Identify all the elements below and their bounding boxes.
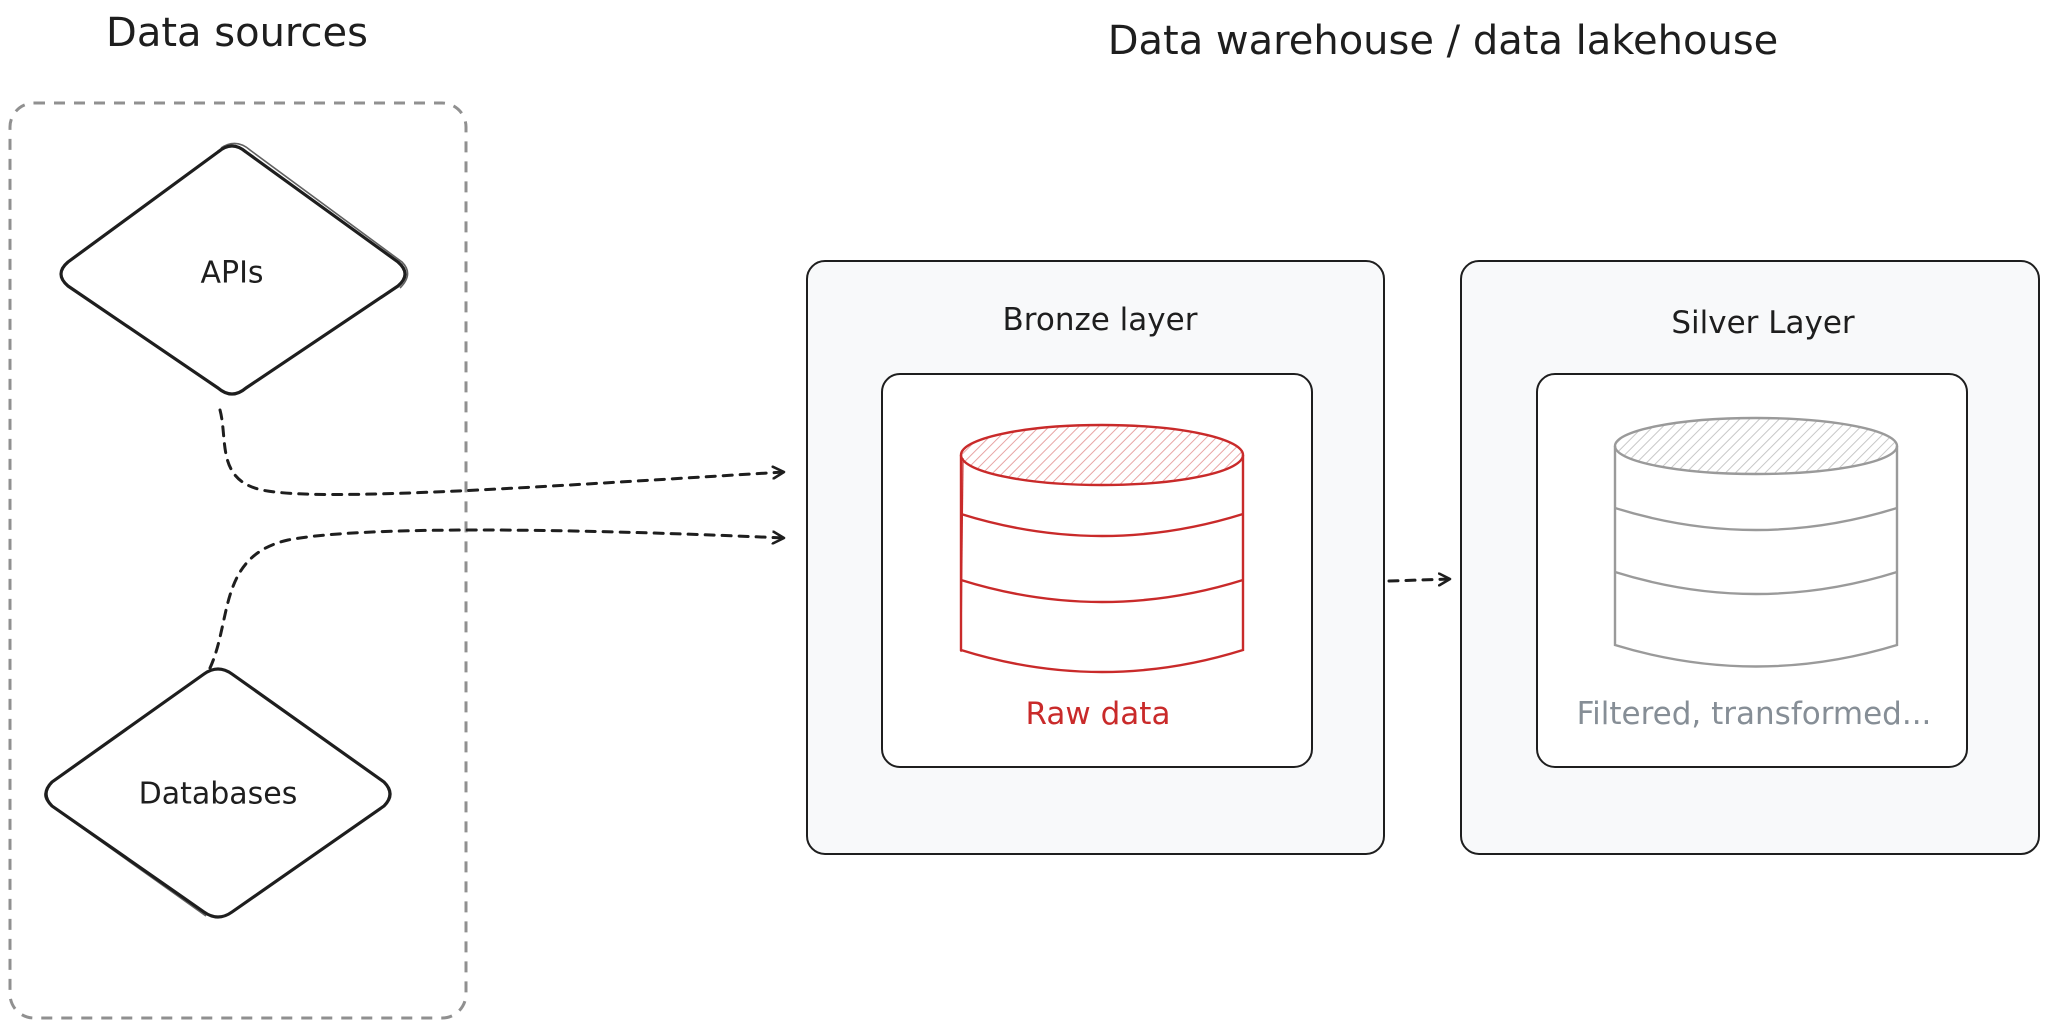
data-sources-heading: Data sources <box>106 10 368 56</box>
silver-database-icon <box>1613 416 1899 668</box>
silver-layer-title: Silver Layer <box>1671 305 1855 341</box>
apis-label[interactable]: APIs <box>200 255 264 291</box>
apis-node[interactable] <box>59 142 409 396</box>
bronze-layer-title: Bronze layer <box>1002 302 1198 338</box>
sources-group-border <box>8 101 468 1020</box>
arrow-apis-to-bronze <box>218 408 786 497</box>
databases-label[interactable]: Databases <box>138 776 298 812</box>
silver-layer-caption: Filtered, transformed... <box>1576 696 1932 732</box>
arrow-bronze-to-silver <box>1387 579 1452 581</box>
raw-data-database-icon <box>959 423 1245 674</box>
databases-node[interactable] <box>44 667 392 919</box>
data-warehouse-heading: Data warehouse / data lakehouse <box>1107 18 1779 64</box>
raw-data-caption: Raw data <box>1025 696 1171 732</box>
arrow-databases-to-bronze <box>208 528 786 670</box>
